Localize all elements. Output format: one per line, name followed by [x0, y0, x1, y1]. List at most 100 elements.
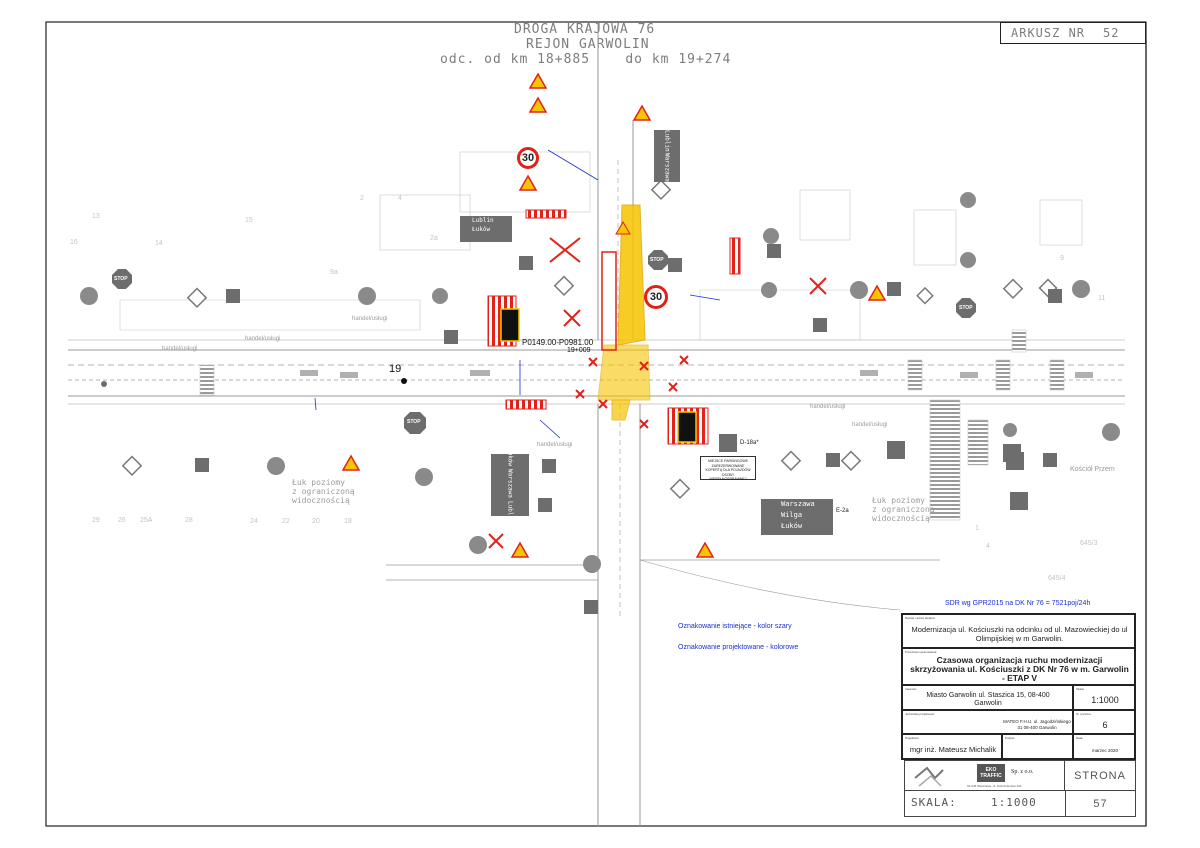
stamp-page-label: STRONA — [1065, 761, 1135, 791]
curve-label-right-2: z ograniczoną — [872, 505, 935, 514]
sheet-number-box: ARKUSZ NR 52 — [1000, 22, 1146, 44]
tb-drawing-no: Nr rysunku: 6 — [1073, 710, 1135, 734]
traffic-volume-note: SDR wg GPR2015 na DK Nr 76 = 7521poj/24h — [945, 600, 1091, 607]
svg-text:29: 29 — [92, 517, 100, 524]
sheet-number: 52 — [1103, 26, 1120, 40]
svg-text:645/3: 645/3 — [1080, 540, 1098, 547]
tb-scale-value: 1:1000 — [1091, 695, 1119, 705]
stamp-logo-cell: EKO TRAFFIC Sp. z o.o. 04-045 Warszawa, … — [905, 761, 1065, 791]
stamp-block: EKO TRAFFIC Sp. z o.o. 04-045 Warszawa, … — [904, 760, 1136, 817]
curve-label-left-1: Łuk poziomy — [292, 478, 345, 487]
tb-project: Nazwa i adres obiektu: Modernizacja ul. … — [902, 614, 1135, 648]
existing-circular-signs — [80, 192, 1120, 573]
svg-text:13: 13 — [92, 213, 100, 220]
legend-designed: Oznakowanie projektowane - kolorowe — [678, 644, 799, 651]
direction-sign-top-line1: Lublin — [472, 217, 494, 224]
svg-text:2: 2 — [360, 195, 364, 202]
curve-label-left: Łuk poziomy z ograniczoną widocznością — [292, 478, 355, 505]
parking-note: MIEJSCE PARKINGOWE ZAREZERWOWANE KOPERTĄ… — [700, 456, 756, 481]
direction-sign-left-line3: Lublin — [506, 500, 514, 523]
parking-signs — [719, 434, 1028, 510]
tb-investor-label: Inwestor: — [905, 687, 918, 691]
priority-signs — [121, 179, 1058, 499]
stamp-scale-value: 1:1000 — [991, 796, 1037, 809]
tb-contractor: Jednostka projektowa: MATEO F.H.U. ul. J… — [902, 710, 1073, 734]
direction-sign-north-line2: Warszawa — [663, 153, 671, 183]
tb-project-label: Nazwa i adres obiektu: — [905, 616, 936, 620]
tb-plan-title: Czasowa organizacja ruchu modernizacji s… — [910, 654, 1129, 683]
stamp-company: EKO TRAFFIC — [977, 764, 1005, 782]
arrow-board-left — [500, 308, 520, 342]
direction-sign-left-line2: Warszawa — [506, 468, 514, 498]
stamp-address: 04-045 Warszawa, ul. Ostrobramska 101 — [967, 784, 1022, 788]
tb-date-value: marzec 2020 — [1091, 747, 1118, 753]
svg-text:1: 1 — [975, 525, 979, 532]
tb-date-label: Data: — [1076, 736, 1084, 740]
sign-code-d18a: D-18a* — [740, 440, 759, 446]
warning-signs — [341, 72, 887, 558]
legend-existing: Oznakowanie istniejące - kolor szary — [678, 623, 792, 630]
tb-signature-label: Podpis: — [1005, 736, 1016, 740]
section-range: odc. od km 18+885 do km 19+274 — [440, 52, 732, 67]
svg-text:20: 20 — [312, 518, 320, 525]
svg-text:26: 26 — [118, 517, 126, 524]
speed-limit-sign-b: 30 — [644, 285, 668, 309]
stop-sign-1: STOP — [114, 276, 128, 282]
tb-scale-label: Skala: — [1076, 687, 1085, 691]
svg-text:24: 24 — [250, 518, 258, 525]
tb-scale: Skala: 1:1000 — [1073, 685, 1135, 710]
svg-text:28: 28 — [185, 517, 193, 524]
tb-project-name: Modernizacja ul. Kościuszki na odcinku o… — [911, 625, 1128, 643]
direction-sign-north: Lublin Warszawa — [654, 130, 680, 182]
tb-title: Przedmiot opracowania: Czasowa organizac… — [902, 648, 1135, 685]
svg-text:14: 14 — [155, 240, 163, 247]
main-road — [68, 339, 1125, 405]
leader-lines — [314, 149, 721, 439]
sign-code-e2a: E-2a — [836, 508, 849, 514]
svg-text:11: 11 — [1098, 295, 1105, 302]
stamp-logo-icon — [914, 766, 944, 787]
work-zone-border — [601, 251, 617, 351]
svg-text:22: 22 — [282, 518, 290, 525]
svg-text:645/4: 645/4 — [1048, 575, 1066, 582]
direction-sign-top-line2: Łuków — [472, 226, 491, 233]
land-use-label-2: handel/usługi — [352, 316, 388, 322]
land-use-label-1: handel/usługi — [245, 336, 281, 342]
direction-sign-top: Lublin Łuków — [460, 216, 512, 242]
work-zone — [597, 204, 651, 421]
stop-sign-4: STOP — [959, 305, 973, 311]
stamp-page-number: 57 — [1065, 791, 1135, 816]
region-name: REJON GARWOLIN — [526, 37, 650, 52]
direction-sign-right-line2: Wilga — [781, 511, 803, 519]
tb-contractor-label: Jednostka projektowa: — [905, 712, 935, 716]
stop-sign-3: STOP — [407, 419, 421, 425]
svg-text:4: 4 — [398, 195, 402, 202]
svg-text:15: 15 — [245, 217, 253, 224]
lane-marker — [401, 378, 407, 384]
svg-text:2a: 2a — [430, 235, 438, 242]
land-use-label-5: handel/usługi — [810, 404, 846, 410]
title-block: Nazwa i adres obiektu: Modernizacja ul. … — [901, 613, 1136, 760]
svg-text:25A: 25A — [140, 517, 153, 524]
tb-signature: Podpis: — [1002, 734, 1073, 759]
land-use-label-6: handel/usługi — [852, 422, 888, 428]
stop-signs — [112, 250, 976, 434]
stamp-scale-label: SKALA: — [911, 796, 957, 809]
tb-designer-label: Projektant: — [905, 736, 920, 740]
tb-drawing-no-value: 6 — [1102, 719, 1108, 730]
svg-text:18: 18 — [344, 518, 352, 525]
tb-designer-value: mgr inż. Mateusz Michalik — [909, 745, 997, 754]
removed-sign-marks — [488, 237, 827, 549]
stop-sign-2: STOP — [650, 257, 664, 263]
stamp-company-suffix: Sp. z o.o. — [1011, 769, 1034, 775]
square-signs — [195, 244, 1062, 614]
direction-sign-right: Warszawa Wilga Łuków — [761, 499, 833, 535]
tb-investor-value: Miasto Garwolin ul. Staszica 15, 08-400 … — [926, 692, 1050, 707]
church-label: Kościół Przem — [1070, 466, 1115, 473]
lane-number-label: 19 — [389, 363, 402, 375]
svg-text:9a: 9a — [330, 269, 338, 276]
